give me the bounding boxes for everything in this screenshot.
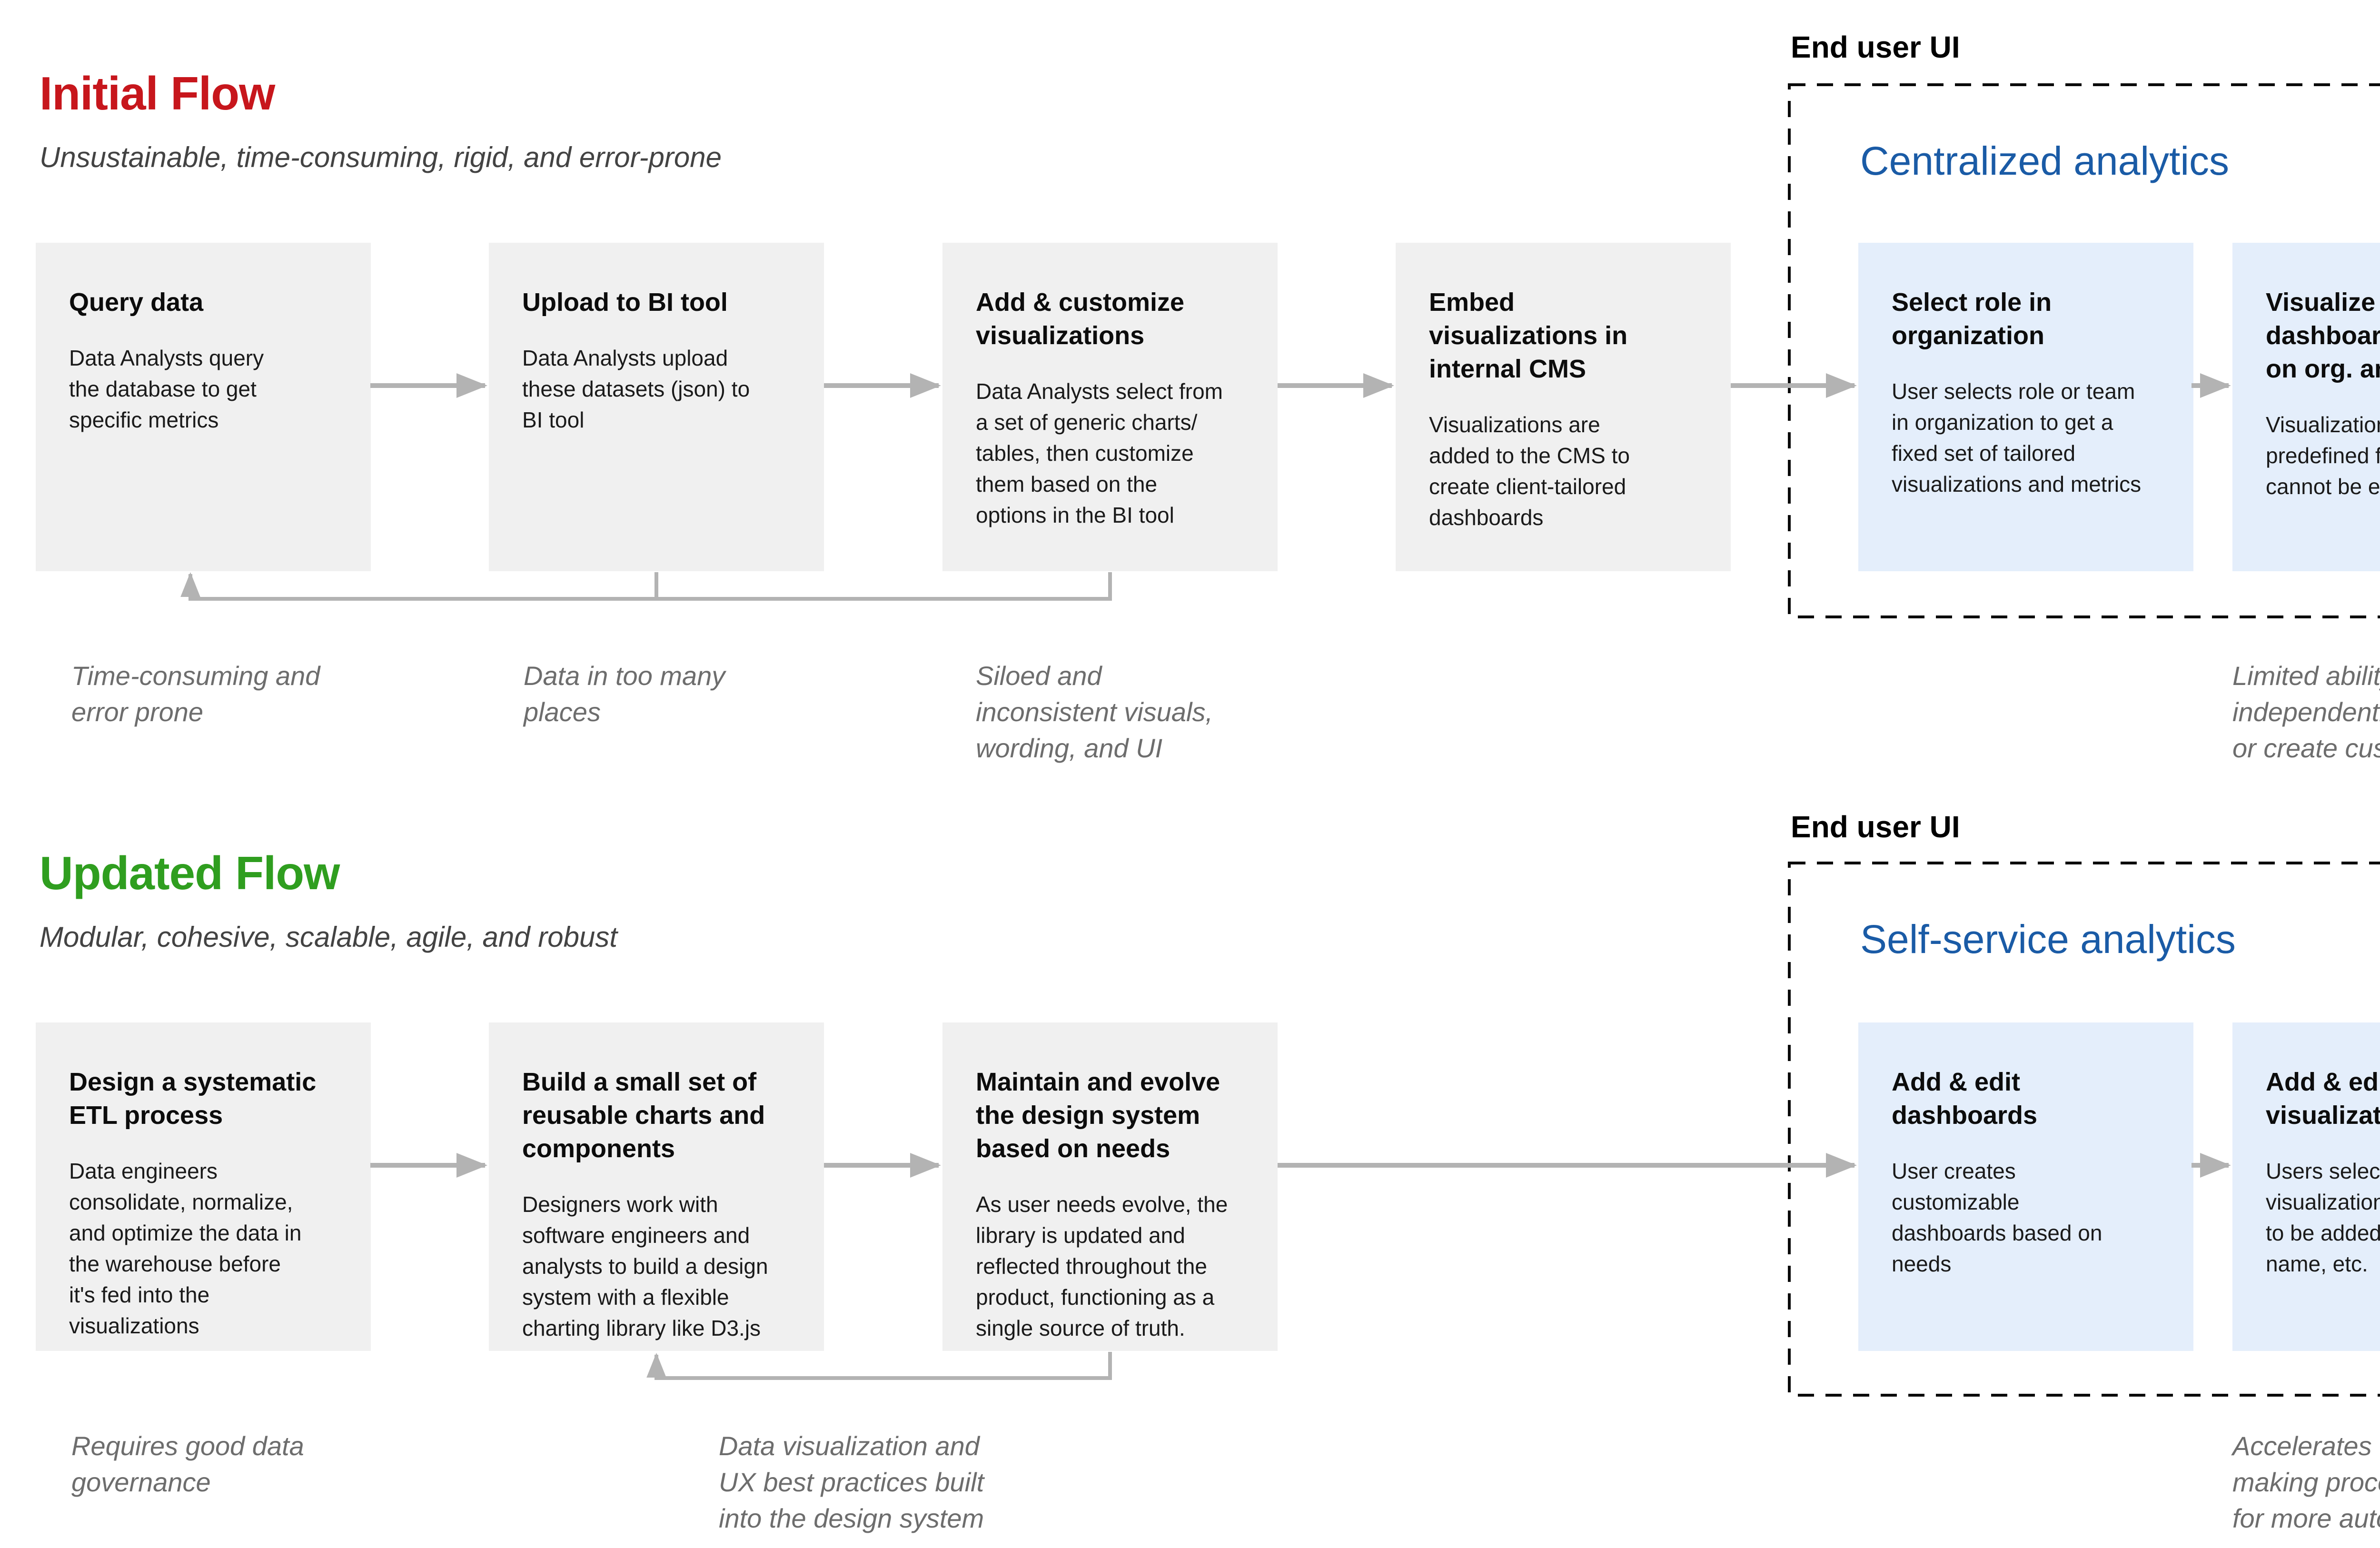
feedback-arrow-updated (646, 1352, 1112, 1380)
step-title: Build a small set of reusable charts and… (522, 1068, 765, 1163)
step-title: Select role in organization (1892, 288, 2052, 350)
step-body: Users select type of visualization or ta… (2266, 1159, 2380, 1276)
step-box-upload-bi-tool: Upload to BI tool Data Analysts upload t… (489, 243, 824, 571)
caption-time-consuming: Time-consuming and error prone (71, 661, 320, 727)
step-body: Data Analysts upload these datasets (jso… (522, 346, 750, 432)
enduser-box-add-edit-dashboards: Add & edit dashboards User creates custo… (1858, 1022, 2193, 1351)
enduser-box-select-role: Select role in organization User selects… (1858, 243, 2193, 571)
step-body: Designers work with software engineers a… (522, 1192, 768, 1340)
step-title: Add & customize visualizations (976, 288, 1185, 350)
initial-flow-title: Initial Flow (40, 67, 275, 119)
updated-flow-subtitle: Modular, cohesive, scalable, agile, and … (40, 921, 618, 953)
step-box-add-customize-visualizations: Add & customize visualizations Data Anal… (942, 243, 1278, 571)
step-title: Upload to BI tool (522, 288, 728, 317)
initial-flow-subtitle: Unsustainable, time-consuming, rigid, an… (40, 141, 722, 173)
step-box-query-data: Query data Data Analysts query the datab… (36, 243, 371, 571)
enduser-box-add-edit-visualizations: Add & edit visualizations Users select t… (2232, 1022, 2380, 1351)
step-body: Data engineers consolidate, normalize, a… (69, 1159, 302, 1338)
end-user-ui-label-updated: End user UI (1791, 810, 1960, 844)
centralized-analytics-heading: Centralized analytics (1860, 139, 2230, 183)
step-body: Visualizations are added to the CMS to c… (1429, 412, 1630, 530)
step-title: Visualize predefined dashboards based on… (2266, 288, 2380, 383)
step-box-embed-visualizations-cms: Embed visualizations in internal CMS Vis… (1396, 243, 1731, 571)
caption-siloed-inconsistent: Siloed and inconsistent visuals, wording… (976, 661, 1213, 763)
step-box-build-reusable-charts: Build a small set of reusable charts and… (489, 1022, 824, 1351)
caption-data-too-many-places: Data in too many places (524, 661, 725, 727)
feedback-arrow-initial (180, 572, 1112, 601)
step-body: User selects role or team in organizatio… (1892, 379, 2142, 496)
caption-best-practices-built-in: Data visualization and UX best practices… (719, 1431, 984, 1533)
updated-flow-title: Updated Flow (40, 847, 340, 899)
step-title: Add & edit dashboards (1892, 1068, 2038, 1130)
step-title: Embed visualizations in internal CMS (1429, 288, 1628, 383)
caption-accelerates-decisions: Accelerates the decision- making process… (2232, 1431, 2380, 1533)
step-title: Add & edit visualizations (2266, 1068, 2380, 1130)
self-service-analytics-heading: Self-service analytics (1860, 917, 2236, 962)
caption-requires-governance: Requires good data governance (71, 1431, 304, 1497)
step-body: As user needs evolve, the library is upd… (976, 1192, 1228, 1340)
step-title: Design a systematic ETL process (69, 1068, 317, 1130)
step-box-maintain-design-system: Maintain and evolve the design system ba… (942, 1022, 1278, 1351)
step-body: Visualizations have predefined filters a… (2266, 412, 2380, 499)
enduser-box-visualize-predefined: Visualize predefined dashboards based on… (2232, 243, 2380, 571)
step-title: Query data (69, 288, 204, 317)
step-body: Data Analysts select from a set of gener… (976, 379, 1223, 527)
step-title: Maintain and evolve the design system ba… (976, 1068, 1220, 1163)
caption-limited-ability: Limited ability to independently explore… (2232, 661, 2380, 763)
step-box-design-etl: Design a systematic ETL process Data eng… (36, 1022, 371, 1351)
step-body: Data Analysts query the database to get … (69, 346, 264, 432)
end-user-ui-label-initial: End user UI (1791, 30, 1960, 64)
step-body: User creates customizable dashboards bas… (1892, 1159, 2102, 1276)
